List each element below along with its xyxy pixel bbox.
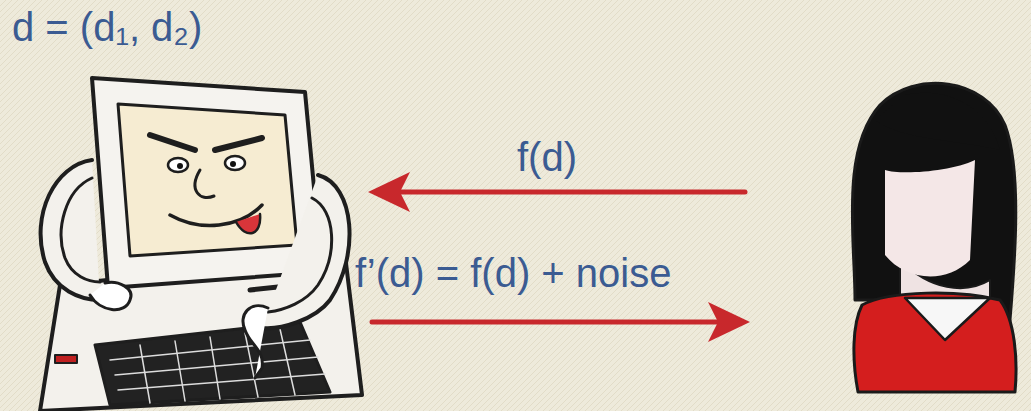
arrow-head [368, 172, 410, 212]
arrow-line [395, 190, 745, 195]
person-figure [852, 83, 1016, 392]
label: d = (d₁, d₂) [12, 4, 202, 50]
arrow-head [708, 302, 750, 342]
computer-figure [40, 78, 362, 411]
arrow-line [372, 320, 722, 325]
label: f(d) [517, 134, 577, 180]
label: f’(d) = f(d) + noise [355, 250, 671, 296]
